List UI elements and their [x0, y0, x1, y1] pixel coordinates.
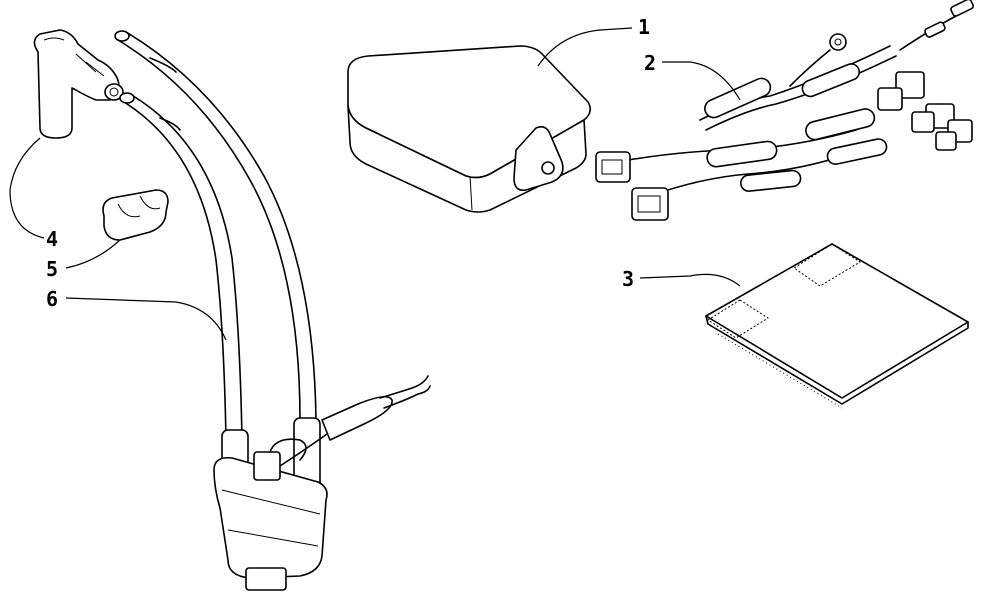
leader-line-2 [662, 61, 741, 101]
leader-line-3 [639, 273, 741, 287]
leader-line-6 [65, 297, 227, 341]
leader-line-4 [9, 137, 45, 239]
callout-6: 6 [46, 287, 58, 311]
wiring-harness [595, 0, 974, 221]
spark-plug-cap [33, 29, 124, 139]
callout-5: 5 [46, 257, 58, 281]
leader-line-1 [537, 27, 633, 67]
callout-1: 1 [638, 15, 650, 39]
callout-3: 3 [622, 267, 634, 291]
cdi-box [347, 45, 592, 213]
insulating-pad [705, 243, 969, 409]
leader-line-5 [65, 239, 121, 269]
clamp [102, 189, 169, 241]
ignition-coil [114, 30, 431, 591]
callout-2: 2 [644, 51, 656, 75]
callout-4: 4 [46, 227, 58, 251]
